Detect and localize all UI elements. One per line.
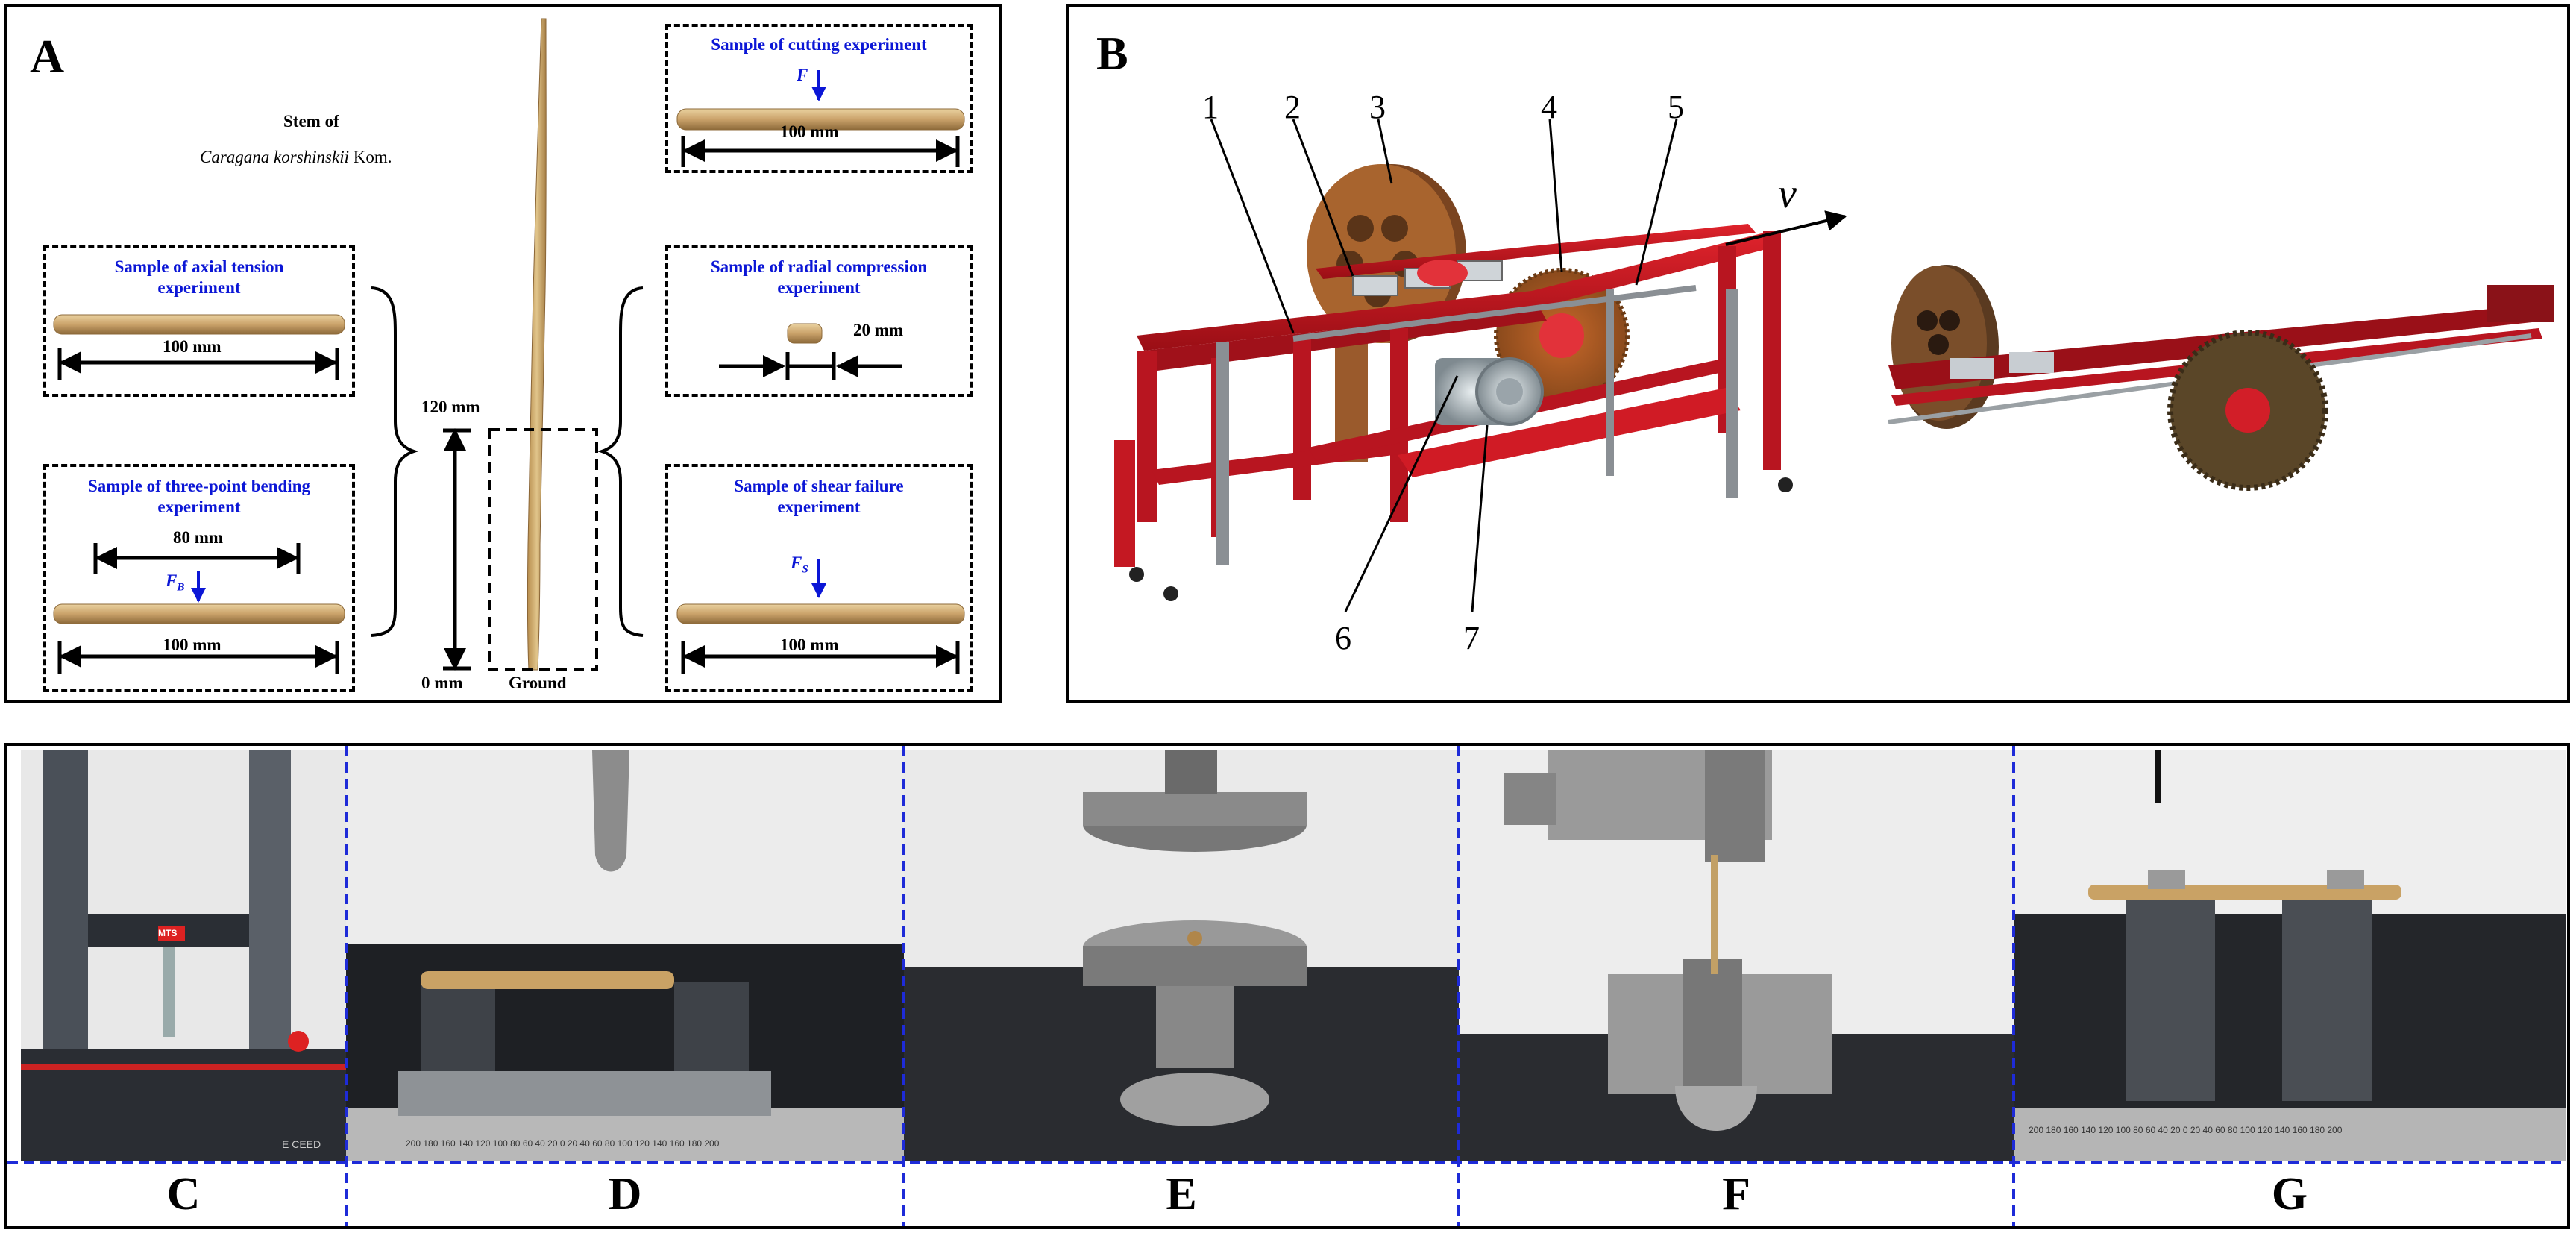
ruler-g: 200 180 160 140 120 100 80 60 40 20 0 20… [2029,1125,2343,1135]
shear-force-symbol: F [791,553,802,572]
cutting-dimension: 100 mm [780,122,839,141]
label-e: E [1166,1169,1197,1220]
cutting-title: Sample of cutting experiment [711,35,927,54]
ruler-d: 200 180 160 140 120 100 80 60 40 20 0 20… [406,1138,720,1149]
panel-a: A Stem of Caragana korshinskii Kom. [4,4,1002,703]
photo-dividers [7,746,2567,1226]
panel-a-drawing [53,18,965,674]
panel-b-label: B [1096,27,1128,80]
photo-g: 200 180 160 140 120 100 80 60 40 20 0 20… [2014,750,2566,1161]
cutting-sample-box: Sample of cutting experiment F 100 mm [665,24,973,173]
label-d: D [608,1169,642,1220]
photo-c-machine [21,750,346,1161]
photo-e-compression-fixture [904,750,1459,1161]
shear-title-line1: Sample of shear failure [734,477,904,495]
photo-f [1459,750,2014,1161]
species-name: Caragana korshinskii [200,148,349,166]
bending-span: 80 mm [173,528,224,547]
bending-dimension: 100 mm [163,636,222,654]
stem-top-mark: 120 mm [421,398,480,416]
stem-base-box [488,428,598,671]
species-suffix: Kom. [348,148,392,166]
machine-brand: MTS [158,928,178,938]
shear-force: FS [791,553,808,577]
callout-5: 5 [1668,89,1684,125]
axial-title-line2: experiment [157,278,241,297]
callout-1: 1 [1202,89,1219,125]
machine-model: E CEED [282,1138,321,1150]
bending-title-line1: Sample of three-point bending [88,477,310,495]
axial-dimension: 100 mm [163,337,222,356]
bending-force-sub: B [177,581,185,594]
bending-force: FB [166,571,184,594]
ground-label: Ground [509,674,567,692]
axial-sample-box: Sample of axial tension experiment 100 m… [43,245,355,397]
shear-dimension: 100 mm [780,636,839,654]
radial-title-line2: experiment [777,278,861,297]
callout-6: 6 [1335,620,1351,656]
label-f: F [1722,1169,1750,1220]
cutting-force-symbol: F [797,66,808,84]
photo-strip: MTS E CEED 200 180 160 140 120 100 80 60… [4,743,2570,1229]
callout-3: 3 [1369,89,1386,125]
axial-title-line1: Sample of axial tension [114,257,284,276]
photo-g-tension-fixture [2014,750,2566,1161]
shear-force-sub: S [802,563,808,576]
label-g: G [2271,1169,2308,1220]
velocity-label: v [1778,171,1797,217]
photo-c: MTS E CEED [21,750,346,1161]
panel-a-label: A [30,30,65,83]
bending-title-line2: experiment [157,498,241,516]
shear-sample-box: Sample of shear failure experiment FS 10… [665,464,973,692]
bending-force-symbol: F [166,571,178,590]
panel-b: B [1066,4,2570,703]
label-c: C [166,1169,201,1220]
stem-image [527,18,547,671]
callout-2: 2 [1284,89,1301,125]
callout-4: 4 [1541,89,1557,125]
machine-drawing [1114,119,2554,612]
stem-caption-species: Caragana korshinskii Kom. [200,148,392,167]
photo-d: 200 180 160 140 120 100 80 60 40 20 0 20… [346,750,904,1161]
radial-title-line1: Sample of radial compression [710,257,928,276]
cutting-force: F [797,66,808,85]
stem-bottom-mark: 0 mm [421,674,463,692]
photo-f-shear-fixture [1459,750,2014,1161]
stem-caption-line1: Stem of [283,112,339,131]
photo-e [904,750,1459,1161]
photo-d-bending-fixture [346,750,904,1161]
radial-sample-box: Sample of radial compression experiment … [665,245,973,397]
shear-title-line2: experiment [777,498,861,516]
callout-7: 7 [1463,620,1480,656]
radial-dimension: 20 mm [853,321,904,339]
bending-sample-box: Sample of three-point bending experiment… [43,464,355,692]
